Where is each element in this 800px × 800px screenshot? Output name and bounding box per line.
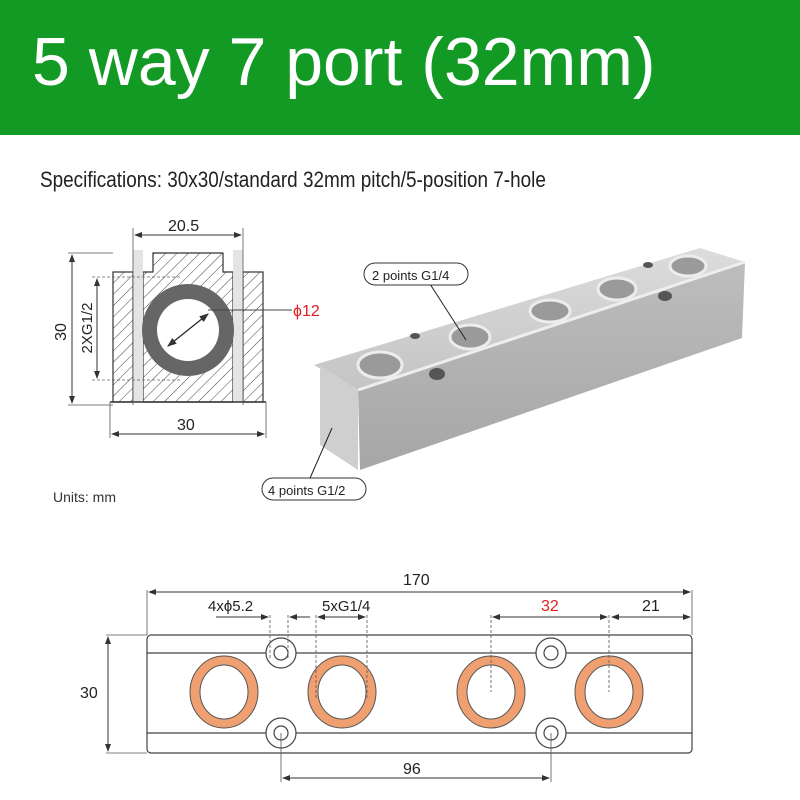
dim-end-offset: 21 bbox=[642, 598, 660, 615]
cross-section-drawing bbox=[68, 228, 292, 438]
dim-thread: 2XG1/2 bbox=[79, 303, 96, 354]
specifications-text: Specifications: 30x30/standard 32mm pitc… bbox=[40, 167, 546, 192]
dim-pitch: 32 bbox=[541, 598, 559, 615]
callout-top-ports: 2 points G1/4 bbox=[372, 268, 449, 283]
dim-height: 30 bbox=[53, 323, 70, 341]
plan-view-drawing bbox=[105, 589, 693, 782]
page-title: 5 way 7 port (32mm) bbox=[32, 24, 656, 100]
dim-plan-height: 30 bbox=[80, 685, 98, 702]
units-label: Units: mm bbox=[53, 489, 116, 505]
product-3d-view bbox=[261, 248, 746, 501]
dim-total-length: 170 bbox=[403, 572, 430, 589]
dim-mount-spacing: 96 bbox=[403, 761, 421, 778]
callout-end-ports: 4 points G1/2 bbox=[268, 483, 345, 498]
dim-top-width: 20.5 bbox=[168, 218, 199, 235]
dim-bottom-width: 30 bbox=[177, 417, 195, 434]
dim-ports: 5xG1/4 bbox=[322, 598, 370, 615]
title-banner: 5 way 7 port (32mm) bbox=[0, 0, 800, 135]
dim-bore: ϕ12 bbox=[293, 303, 320, 320]
dim-mount-holes: 4xϕ5.2 bbox=[208, 598, 253, 615]
